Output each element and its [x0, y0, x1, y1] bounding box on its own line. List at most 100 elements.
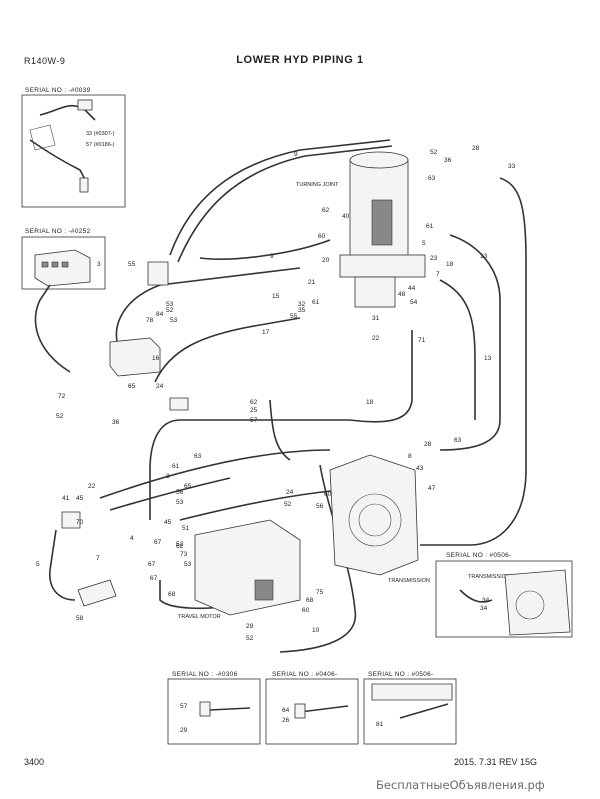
callout-number: 35: [298, 307, 306, 314]
callout-number: 56: [316, 503, 324, 510]
callout-number: 63: [454, 437, 462, 444]
turning-joint: TURNING JOINT: [296, 151, 426, 308]
callout-number: 71: [418, 337, 426, 344]
callout-number: 62: [322, 207, 330, 214]
callout-number: 52: [430, 149, 438, 156]
callout-number: 34: [482, 597, 490, 604]
svg-text:29: 29: [180, 727, 188, 734]
callout-number: 55: [128, 261, 136, 268]
callout-number: 32: [298, 301, 306, 308]
callout-number: 21: [308, 279, 316, 286]
callout-number: 8: [166, 473, 170, 480]
callout-number: 52: [246, 635, 254, 642]
callout-number: 68: [306, 597, 314, 604]
callout-number: 13: [484, 355, 492, 362]
svg-text:64: 64: [282, 707, 290, 714]
transmission: TRANSMISSION: [329, 454, 430, 584]
svg-text:57: 57: [180, 703, 188, 710]
callout-number: 75: [316, 589, 324, 596]
callout-number: 5: [36, 561, 40, 568]
callout-number: 10: [312, 627, 320, 634]
transmission-label: TRANSMISSION: [388, 578, 430, 584]
callout-number: 56: [176, 489, 184, 496]
callout-number: 36: [444, 157, 452, 164]
callout-number: 22: [372, 335, 380, 342]
callout-number: 61: [312, 299, 320, 306]
callout-number: 57: [250, 417, 258, 424]
serial-label-0252: SERIAL NO : -#0252: [25, 228, 91, 235]
inset-serial-0252: SERIAL NO : -#0252 3: [21, 228, 106, 290]
callout-number: 17: [262, 329, 270, 336]
callout-57: 57 (#0186-): [86, 142, 115, 148]
callout-number: 62: [176, 543, 184, 550]
callout-number: 73: [180, 551, 188, 558]
callout-number: 53: [170, 317, 178, 324]
callout-number: 67: [150, 575, 158, 582]
callout-number: 13: [480, 253, 488, 260]
inset-serial-0406-bottom: SERIAL NO : #0406- 64 26: [265, 671, 359, 745]
callout-number: 60: [324, 491, 332, 498]
callout-number: 52: [166, 307, 174, 314]
revision-date: 2015. 7.31 REV 15G: [454, 757, 538, 767]
callout-number: 60: [318, 233, 326, 240]
serial-label-0406: SERIAL NO : #0406-: [272, 671, 338, 678]
callout-number: 9: [270, 253, 274, 260]
callout-number: 67: [148, 561, 156, 568]
callout-number: 23: [430, 255, 438, 262]
callout-number: 52: [284, 501, 292, 508]
travel-motor-label: TRAVEL MOTOR: [178, 614, 221, 620]
callout-number: 52: [176, 541, 184, 548]
callout-number: 51: [182, 525, 190, 532]
callout-number: 20: [322, 257, 330, 264]
transmission-inset-label: TRANSMISSION: [468, 574, 510, 580]
callout-number: 65: [128, 383, 136, 390]
callout-number: 25: [250, 407, 258, 414]
callout-number: 63: [428, 175, 436, 182]
callout-number: 29: [246, 623, 254, 630]
callout-number: 60: [302, 607, 310, 614]
callout-number: 18: [366, 399, 374, 406]
callout-number: 61: [172, 463, 180, 470]
callout-number: 7: [436, 271, 440, 278]
serial-label-0306: SERIAL NO : -#0306: [172, 671, 238, 678]
page-number: 3400: [24, 757, 45, 767]
main-pipe-network: [34, 139, 527, 653]
callout-number: 45: [164, 519, 172, 526]
callout-number: 65: [184, 483, 192, 490]
part-callouts: 9 52 36 28 33 62 40 63 61 60 20 5 18 7 1…: [36, 145, 516, 642]
callout-number: 4: [130, 535, 134, 542]
callout-number: 28: [472, 145, 480, 152]
callout-number: 55: [290, 313, 298, 320]
callout-number: 16: [152, 355, 160, 362]
callout-number: 61: [426, 223, 434, 230]
callout-number: 47: [428, 485, 436, 492]
inset-serial-0506-bottom: SERIAL NO : #0506- 81: [363, 671, 457, 745]
turning-joint-label: TURNING JOINT: [296, 182, 339, 188]
callout-number: 52: [56, 413, 64, 420]
svg-text:26: 26: [282, 717, 290, 724]
model-code: R140W-9: [24, 56, 66, 66]
callout-number: 7: [96, 555, 100, 562]
callout-number: 40: [342, 213, 350, 220]
valve-block-left: [109, 337, 161, 377]
travel-motor: TRAVEL MOTOR: [178, 519, 301, 620]
callout-number: 53: [166, 301, 174, 308]
callout-number: 45: [76, 495, 84, 502]
callout-number: 24: [286, 489, 294, 496]
callout-number: 9: [294, 151, 298, 158]
svg-text:3: 3: [97, 261, 101, 268]
callout-number: 62: [250, 399, 258, 406]
callout-number: 72: [58, 393, 66, 400]
callout-number: 24: [156, 383, 164, 390]
callout-number: 67: [154, 539, 162, 546]
lower-left-block: [61, 511, 117, 607]
callout-number: 78: [146, 317, 154, 324]
callout-number: 5: [422, 240, 426, 247]
serial-label-0506-bottom: SERIAL NO : #0506-: [368, 671, 434, 678]
callout-number: 44: [408, 285, 416, 292]
callout-number: 58: [76, 615, 84, 622]
callout-number: 53: [184, 561, 192, 568]
callout-number: 43: [416, 465, 424, 472]
callout-number: 8: [408, 453, 412, 460]
